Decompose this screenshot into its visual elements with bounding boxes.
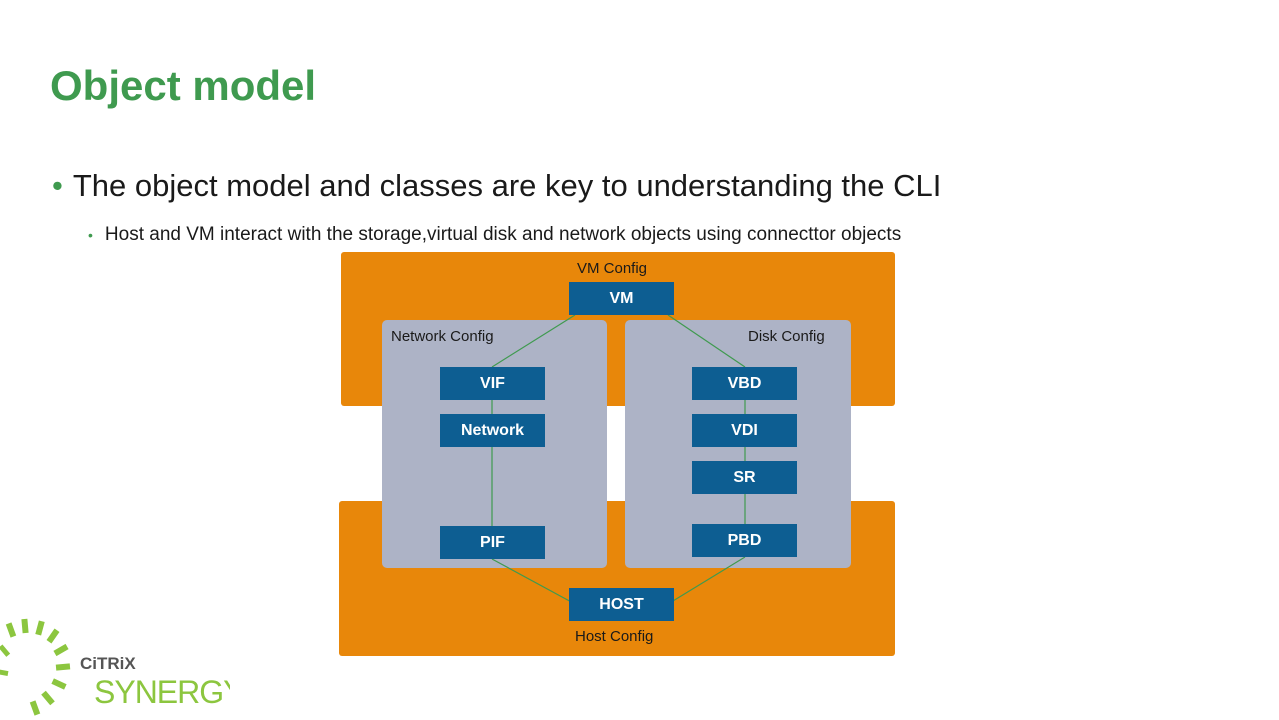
citrix-synergy-logo: CiTRiX SYNERGY [0, 618, 230, 716]
host-config-label: Host Config [575, 628, 654, 645]
pbd-node: PBD [692, 524, 797, 557]
sr-node: SR [692, 461, 797, 494]
link-pif-host [491, 558, 576, 605]
vbd-node: VBD [692, 367, 797, 400]
logo-product-text: SYNERGY [94, 674, 230, 710]
vdi-node: VDI [692, 414, 797, 447]
host-node: HOST [569, 588, 674, 621]
pif-node: PIF [440, 526, 545, 559]
disk-config-label: Disk Config [748, 328, 825, 345]
network-config-label: Network Config [391, 328, 494, 345]
bullet-dot-icon: • [88, 227, 93, 243]
main-bullet: • The object model and classes are key to… [52, 168, 941, 204]
vm-config-label: VM Config [577, 260, 648, 277]
link-pbd-host [667, 556, 746, 605]
dotted-ring-icon [0, 618, 71, 716]
vif-node: VIF [440, 367, 545, 400]
vm-node: VM [569, 282, 674, 315]
main-bullet-text: The object model and classes are key to … [72, 168, 942, 203]
sub-bullet: • Host and VM interact with the storage,v… [88, 224, 901, 246]
link-vm-vif [491, 314, 576, 368]
network-node: Network [440, 414, 545, 447]
logo-brand-text: CiTRiX [80, 654, 136, 673]
bullet-dot-icon: • [52, 168, 63, 203]
slide-title: Object model [50, 62, 317, 109]
sub-bullet-text: Host and VM interact with the storage,vi… [104, 224, 902, 245]
link-vm-vbd [667, 314, 746, 368]
